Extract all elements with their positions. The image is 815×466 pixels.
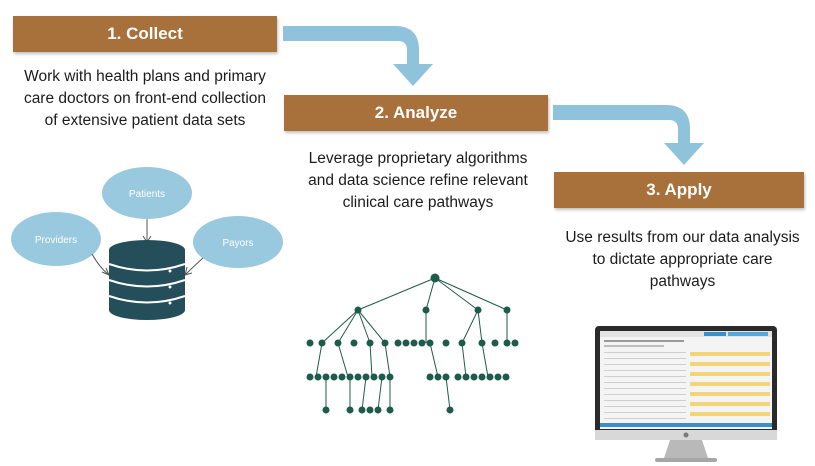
step-2-description: Leverage proprietary algorithms and data… — [308, 150, 528, 211]
tree-level-3 — [306, 373, 510, 381]
step-1-description: Work with health plans and primary care … — [23, 68, 267, 129]
screen-highlight-cells — [690, 352, 770, 416]
payors-label: Payors — [222, 238, 253, 249]
step-1-banner: 1. Collect — [13, 16, 277, 52]
step-3-description: Use results from our data analysis to di… — [565, 229, 800, 290]
payors-bubble: Payors — [193, 216, 283, 268]
flow-arrow-2-to-3 — [553, 105, 704, 165]
monitor-icon — [595, 326, 777, 462]
database-icon — [108, 240, 186, 320]
step-1-title: 1. Collect — [107, 24, 183, 43]
screen-table — [604, 352, 686, 419]
flow-arrow-1-to-2 — [283, 26, 433, 86]
providers-bubble: Providers — [11, 212, 101, 266]
step-3-title: 3. Apply — [646, 180, 712, 199]
step-2-title: 2. Analyze — [374, 103, 458, 122]
step-3-banner: 3. Apply — [554, 172, 804, 208]
step-2-banner: 2. Analyze — [284, 95, 548, 131]
tree-level-4 — [322, 406, 454, 414]
decision-tree-icon — [306, 273, 519, 414]
providers-label: Providers — [35, 235, 77, 246]
patients-bubble: Patients — [102, 167, 192, 219]
patients-label: Patients — [129, 189, 165, 200]
